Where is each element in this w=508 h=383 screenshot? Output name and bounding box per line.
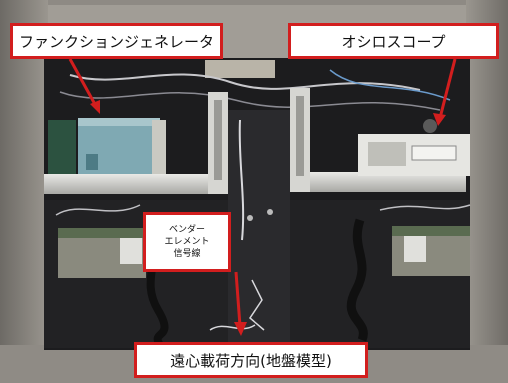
function-generator-label: ファンクションジェネレータ [10, 23, 223, 59]
right-shelf [290, 172, 466, 192]
arrow-oscilloscope [438, 58, 457, 119]
top-connector [205, 60, 275, 78]
top-cables [69, 73, 421, 91]
center-plate [228, 110, 290, 350]
loading-direction-label: 遠心載荷方向(地盤模型) [134, 342, 368, 378]
coiled-cable [346, 218, 368, 342]
arrow-bender-signal [234, 271, 242, 327]
oscilloscope-label: オシロスコープ [288, 23, 499, 59]
bender-element-signal-label: ベンダー エレメント 信号線 [143, 212, 231, 272]
left-wall [0, 0, 48, 383]
left-shelf [44, 174, 226, 194]
arrow-function-generator [68, 58, 99, 109]
right-wall [466, 0, 508, 383]
